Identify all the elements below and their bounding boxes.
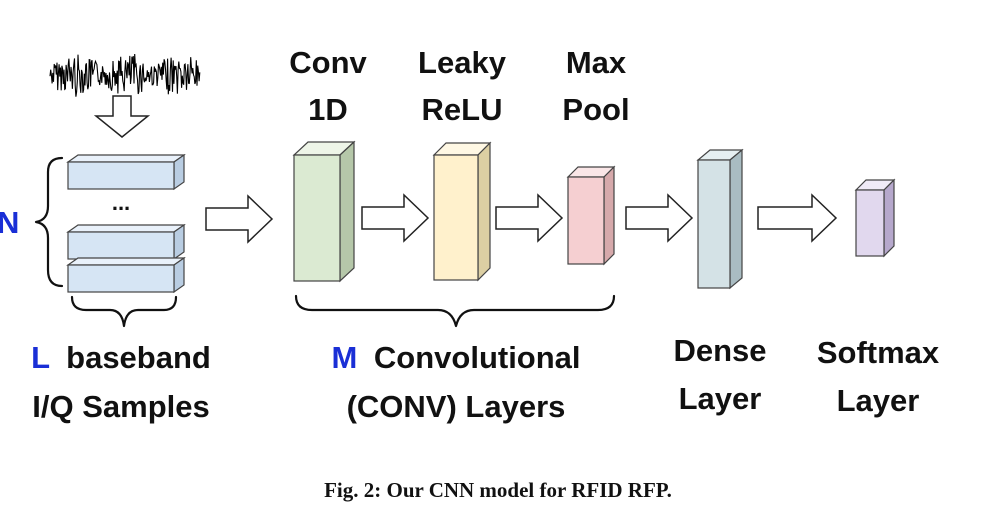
samples-label-line1: L baseband [31,340,211,375]
softmax-block [854,178,896,258]
conv-group-label-line2: (CONV) Layers [347,389,566,424]
maxpool-label-line2: Pool [562,92,629,127]
conv1d-label-line2: 1D [308,92,348,127]
ellipsis-text: ... [112,190,130,215]
rf-signal-waveform [49,53,201,97]
sample-block-middle [66,223,186,261]
leaky-relu-block [432,141,492,282]
dense-block [696,148,744,290]
sample-block-face [67,161,175,190]
n-brace [34,156,64,288]
sample-block-top [66,153,186,191]
softmax-label-line1: Softmax [817,335,940,370]
samples-label-line2: I/Q Samples [32,389,209,424]
arrow-dense-to-softmax [757,193,838,243]
figure-caption: Fig. 2: Our CNN model for RFID RFP. [324,478,672,502]
conv-group-label-line1: M Convolutional [331,340,580,375]
l-label: L [31,340,49,375]
max-pool-block [566,165,616,266]
softmax-label-line2: Layer [837,383,920,418]
conv-group-line1-text: Convolutional [374,340,581,375]
arrow-conv-to-leaky [361,193,430,243]
sample-block-bottom [66,256,186,294]
signal-down-arrow [93,95,151,138]
arrow-leaky-to-pool [495,193,564,243]
conv1d-block [292,140,356,283]
m-label: M [331,340,357,375]
leaky-label-line2: ReLU [422,92,503,127]
arrow-pool-to-dense [625,193,694,243]
l-brace [70,295,178,328]
samples-line1-text: baseband [66,340,211,375]
maxpool-label-line1: Max [566,45,627,80]
conv1d-label-line1: Conv [289,45,367,80]
m-brace [294,294,616,328]
dense-label-line2: Layer [679,381,762,416]
leaky-label-line1: Leaky [418,45,507,80]
n-label: N [0,205,19,240]
dense-label-line1: Dense [673,333,766,368]
arrow-input-to-conv [205,194,274,244]
